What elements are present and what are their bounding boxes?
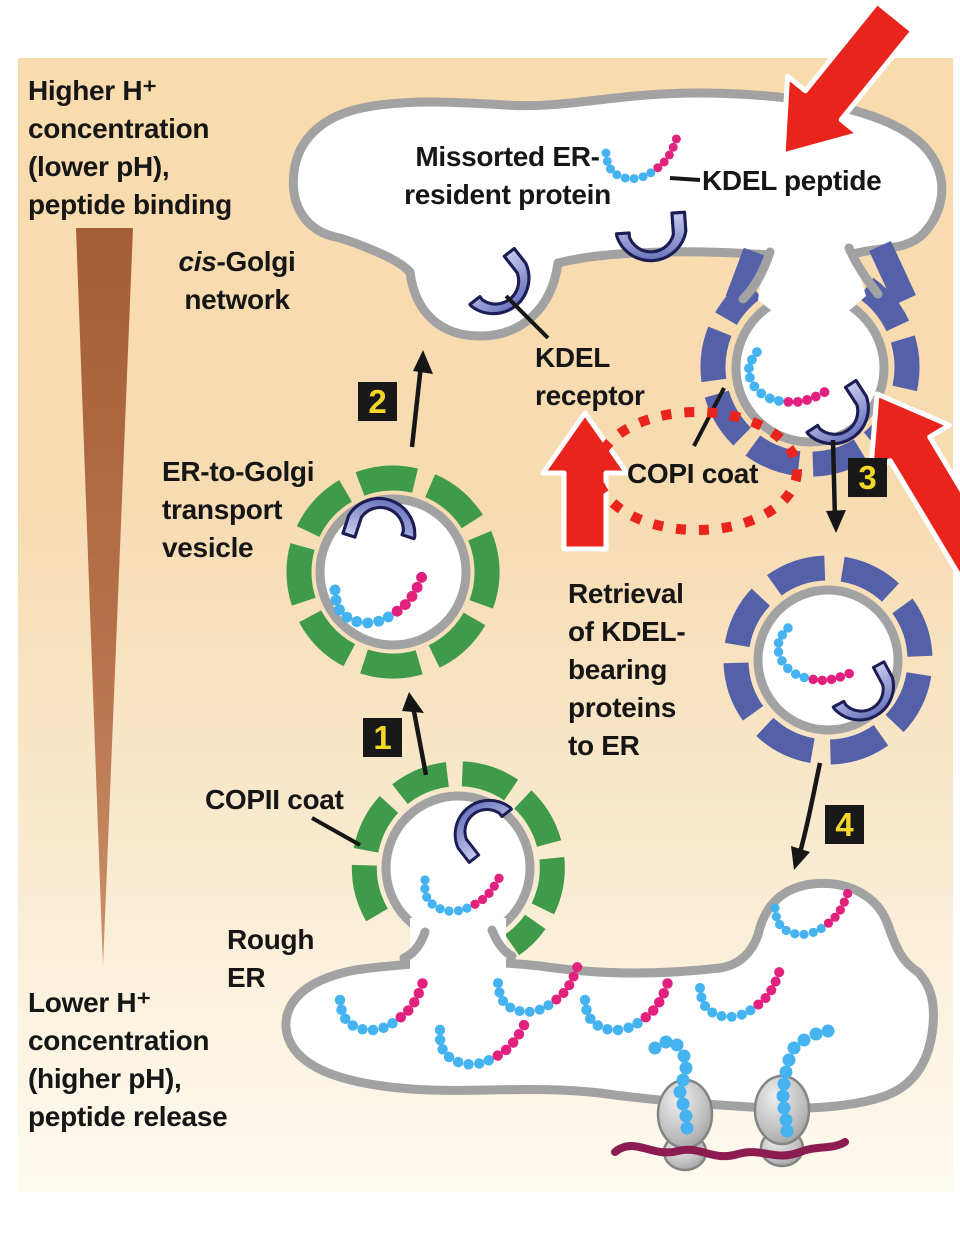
step-badges: 1 2 3 4	[358, 382, 887, 844]
copi-coat-segments	[723, 555, 933, 765]
step-badge-3	[848, 458, 887, 497]
label-cis-italic: cis	[178, 246, 217, 277]
highlight-arrows	[540, 0, 960, 606]
translation-machinery	[611, 1024, 849, 1172]
vesicle-membrane	[753, 585, 903, 735]
step-badge-1	[363, 718, 402, 757]
copi-coat-segment	[869, 240, 916, 306]
retrieval-vesicle	[723, 555, 933, 765]
neck-edge	[844, 243, 883, 299]
mrna-strand	[611, 1138, 849, 1161]
neck-edge	[738, 247, 775, 304]
label-kdel-peptide: KDEL peptide	[702, 165, 882, 196]
neck-edge	[487, 925, 517, 961]
ph-gradient-triangle	[76, 228, 133, 966]
arrowhead	[826, 510, 846, 533]
label-rough-er: Rough ER	[227, 924, 315, 993]
copii-budding-vesicle	[351, 761, 565, 978]
label-missorted-er-resident-protein: Missorted ER-resident protein	[404, 141, 611, 210]
label-retrieval-of-kdel-bearing-proteins: Retrieval of KDEL-bearing proteins to ER	[568, 578, 686, 761]
bud-neck	[758, 236, 866, 322]
er-to-golgi-vesicle	[286, 465, 500, 679]
arrowhead	[413, 350, 433, 374]
step-badge-2	[358, 382, 397, 421]
step4-arrow	[796, 762, 823, 857]
copii-coat-segments	[351, 761, 565, 956]
label-copi-coat: COPI coat	[627, 458, 759, 489]
copi-coat-segments	[700, 277, 920, 477]
neck-edge	[399, 927, 430, 963]
label-er-to-golgi-transport-vesicle: ER-to-Golgi transport vesicle	[162, 456, 315, 563]
vesicle-membrane	[315, 494, 471, 650]
step3-arrow	[830, 439, 838, 521]
label-lower-h-concentration: Lower H⁺ concentration (higher pH), pept…	[28, 987, 228, 1132]
label-higher-h-concentration: Higher H⁺ concentration (lower pH), pept…	[28, 75, 232, 220]
step-arrows	[409, 364, 838, 857]
red-arrow-kdel-peptide	[780, 0, 916, 158]
label-kdel-receptor: KDEL receptor	[535, 342, 645, 411]
copii-coat-pointer	[311, 816, 361, 847]
label-golgi-network: -Golgi network	[184, 246, 296, 315]
step-number: 4	[835, 806, 854, 843]
copi-budding-vesicle	[700, 236, 920, 477]
nascent-chain	[648, 1035, 694, 1135]
step-number: 2	[368, 383, 386, 420]
kdel-receptor-pointer	[504, 294, 550, 340]
copi-coat-segment	[725, 247, 767, 305]
arrowhead	[791, 846, 810, 870]
pointer-lines	[311, 176, 726, 847]
step-arrowheads	[402, 350, 846, 870]
nascent-chain	[776, 1024, 835, 1138]
arrowhead	[402, 692, 424, 713]
step-number: 3	[858, 459, 876, 496]
kdel-peptide-pointer	[669, 176, 701, 182]
copii-coat-segments	[286, 465, 500, 679]
copi-coat-highlight-ellipse	[592, 407, 802, 535]
step2-arrow	[409, 364, 424, 448]
step-badge-4	[825, 805, 864, 844]
step-number: 1	[373, 719, 391, 756]
label-cis-golgi-network: cis-Golgi network	[158, 243, 316, 319]
label-copii-coat: COPII coat	[205, 784, 344, 815]
step1-arrow	[410, 705, 429, 776]
